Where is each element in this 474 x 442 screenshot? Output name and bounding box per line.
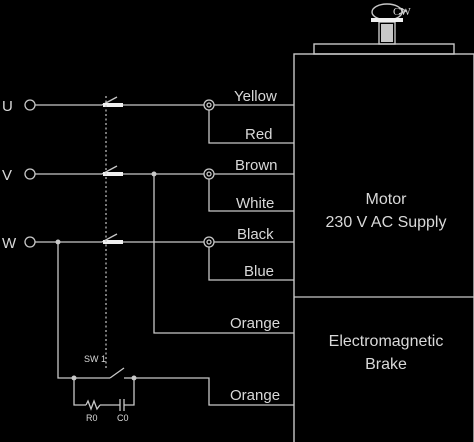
contact-w <box>103 240 123 244</box>
contact-v <box>103 172 123 176</box>
label-orange-bottom: Orange <box>230 387 280 404</box>
label-white: White <box>236 195 274 212</box>
snubber-left-lead <box>73 378 86 406</box>
terminal-u <box>24 99 36 111</box>
label-yellow: Yellow <box>234 88 277 105</box>
sw1-blade <box>109 367 125 379</box>
wire-orange-bottom <box>134 377 294 406</box>
resistor-label: R0 <box>86 413 98 423</box>
connector-w <box>203 236 215 248</box>
terminal-v <box>24 168 36 180</box>
label-black: Black <box>237 226 274 243</box>
wire-w-brake <box>57 242 74 379</box>
terminal-u-label: U <box>2 98 13 115</box>
label-brown: Brown <box>235 157 278 174</box>
rotation-arrowhead-icon <box>398 7 408 15</box>
terminal-w-label: W <box>2 235 17 252</box>
terminal-v-label: V <box>2 167 12 184</box>
wire-orange-top <box>153 174 294 334</box>
motor-supply: 230 V AC Supply <box>326 214 447 231</box>
rotation-label: CW <box>393 6 411 18</box>
brake-title: Electromagnetic <box>329 333 444 350</box>
shaft-fill <box>381 24 393 42</box>
resistor-r0 <box>85 399 101 411</box>
wire-white <box>208 179 294 212</box>
label-red: Red <box>245 126 273 143</box>
snubber-right-lead <box>124 378 135 406</box>
connector-u <box>203 99 215 111</box>
motor-title: Motor <box>366 191 408 208</box>
label-blue: Blue <box>244 263 274 280</box>
brake-subtitle: Brake <box>365 356 407 373</box>
motor-flange <box>313 43 455 55</box>
wire-red <box>208 110 294 144</box>
wire-blue <box>208 247 294 281</box>
motor-housing <box>293 53 474 442</box>
connector-u-inner <box>206 102 212 108</box>
label-orange-top: Orange <box>230 315 280 332</box>
connector-w-inner <box>206 239 212 245</box>
shaft-key <box>371 18 403 22</box>
sw1-label: SW 1 <box>84 354 106 364</box>
terminal-w <box>24 236 36 248</box>
connector-v-inner <box>206 171 212 177</box>
connector-v <box>203 168 215 180</box>
contact-u <box>103 103 123 107</box>
capacitor-label: C0 <box>117 413 129 423</box>
